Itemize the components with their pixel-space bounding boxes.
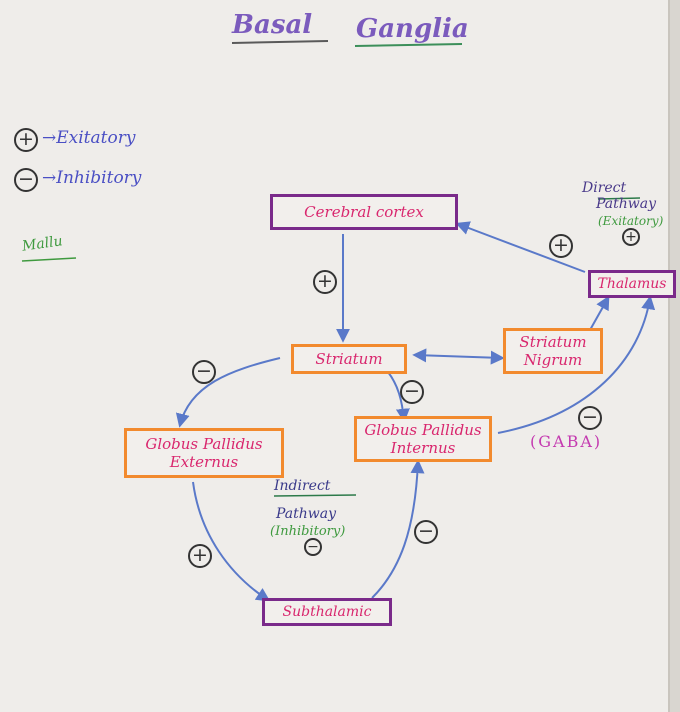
box-striatum-nigrum: Striatum Nigrum — [503, 328, 603, 374]
arrow-subthalamic-to-gpi — [371, 459, 425, 599]
paper-edge — [670, 0, 680, 712]
indirect-underline — [273, 494, 357, 497]
box-striatum: Striatum — [291, 344, 407, 374]
title-underline-ganglia — [354, 43, 463, 47]
gp-externus-line2: Externus — [169, 453, 239, 471]
legend-inhibitory-label: →Inhibitory — [42, 168, 141, 188]
indirect-pathway-line2: Pathway — [276, 506, 337, 522]
subthalamic-label: Subthalamic — [282, 604, 372, 620]
indirect-pathway-line1: Indirect — [274, 478, 331, 494]
arrow-thalamus-to-cortex — [455, 221, 586, 273]
legend-minus-arrow: → — [42, 168, 57, 188]
title-basal: Basal — [232, 10, 313, 40]
box-thalamus: Thalamus — [588, 270, 676, 298]
cerebral-cortex-label: Cerebral cortex — [304, 203, 424, 221]
legend-plus-symbol: + — [14, 128, 38, 152]
thalamus-label: Thalamus — [597, 276, 667, 292]
legend-plus-arrow: → — [42, 128, 57, 148]
arrow-gpi-to-thalamus — [497, 295, 656, 434]
sign-cortex-to-striatum: + — [313, 270, 337, 294]
sign-striatum-to-gpi: − — [400, 380, 424, 404]
legend-excitatory-label: →Exitatory — [42, 128, 135, 148]
direct-pathway-sign: + — [622, 228, 640, 246]
gp-externus-line1: Globus Pallidus — [145, 435, 263, 453]
striatum-nigrum-line2: Nigrum — [523, 351, 583, 369]
sign-gpi-to-thalamus: − — [578, 406, 602, 430]
box-globus-pallidus-internus: Globus Pallidus Internus — [354, 416, 492, 462]
direct-pathway-line2: Pathway — [596, 196, 657, 212]
box-cerebral-cortex: Cerebral cortex — [270, 194, 458, 230]
gp-internus-line2: Internus — [390, 439, 456, 457]
arrow-gpe-to-subthalamic — [192, 481, 271, 602]
box-globus-pallidus-externus: Globus Pallidus Externus — [124, 428, 284, 478]
indirect-pathway-sign: − — [304, 538, 322, 556]
arrow-striatum-to-gpi — [387, 371, 410, 423]
striatum-nigrum-line1: Striatum — [519, 333, 587, 351]
arrow-striatum-to-gpe — [175, 357, 281, 428]
gaba-label: (GABA) — [530, 432, 603, 451]
direct-pathway-line3: (Exitatory) — [598, 214, 664, 228]
sign-striatum-to-gpe: − — [192, 360, 216, 384]
sign-subthalamic-to-gpi: − — [414, 520, 438, 544]
legend-inhibitory-text: Inhibitory — [56, 168, 142, 188]
signature-underline — [21, 257, 77, 262]
sign-gpe-to-subthalamic: + — [188, 544, 212, 568]
sign-thalamus-to-cortex: + — [549, 234, 573, 258]
direct-pathway-line1: Direct — [582, 180, 627, 196]
box-subthalamic: Subthalamic — [262, 598, 392, 626]
gp-internus-line1: Globus Pallidus — [364, 421, 482, 439]
arrow-nigrum-to-thalamus — [589, 295, 610, 331]
title-ganglia: Ganglia — [356, 14, 469, 44]
arrow-striatum-nigrum — [412, 348, 505, 365]
legend-excitatory-text: Exitatory — [56, 128, 136, 148]
title-underline-basal — [231, 40, 329, 44]
legend-minus-symbol: − — [14, 168, 38, 192]
direct-underline — [597, 197, 641, 200]
indirect-pathway-line3: (Inhibitory) — [270, 524, 346, 539]
striatum-label: Striatum — [315, 350, 383, 368]
